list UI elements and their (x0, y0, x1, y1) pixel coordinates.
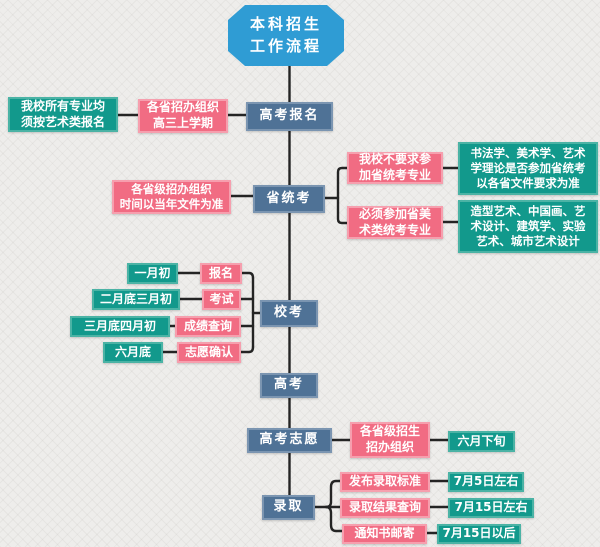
stage-gaokao-zhiyuan: 高考志愿 (247, 428, 332, 453)
note-required-majors-list: 造型艺术、中国画、艺 术设计、建筑学、实验 艺术、城市艺术设计 (458, 200, 598, 253)
note-required-exam-label: 必须参加省美 术类统考专业 (347, 206, 443, 239)
xiaokao-step-register: 报名 (200, 263, 242, 284)
luqu-step-result-query: 录取结果查询 (340, 498, 430, 518)
note-provincial-office-term: 各省招办组织 高三上学期 (138, 99, 228, 133)
stage-gaokao-baoming: 高考报名 (246, 102, 333, 131)
luqu-time-july15: 7月15日左右 (448, 498, 534, 518)
xiaokao-time-june: 六月底 (103, 342, 163, 363)
xiaokao-step-exam: 考试 (202, 289, 241, 310)
xiaokao-step-volunteer-confirm: 志愿确认 (177, 342, 241, 363)
xiaokao-step-score-query: 成绩查询 (175, 316, 241, 337)
xiaokao-time-january: 一月初 (127, 263, 178, 284)
luqu-step-publish-standard: 发布录取标准 (340, 472, 430, 492)
stage-shengtongkao: 省统考 (253, 185, 325, 213)
luqu-time-after-july15: 7月15日以后 (437, 524, 521, 544)
stage-gaokao: 高考 (260, 373, 318, 398)
note-exam-exempt-majors-label: 我校不要求参 加省统考专业 (347, 152, 443, 184)
note-zhiyuan-organizer: 各省级招生 招办组织 (350, 422, 430, 458)
stage-luqu: 录取 (262, 495, 315, 520)
note-exempt-majors-list: 书法学、美术学、艺术 学理论是否参加省统考 以各省文件要求为准 (458, 142, 598, 195)
flow-title: 本科招生 工作流程 (228, 5, 344, 66)
luqu-time-july5: 7月5日左右 (448, 472, 524, 492)
xiaokao-time-feb-march: 二月底三月初 (92, 289, 180, 310)
note-provincial-exam-time: 各省级招办组织 时间以当年文件为准 (112, 180, 231, 214)
stage-xiaokao: 校考 (260, 300, 318, 327)
luqu-step-mail-notice: 通知书邮寄 (342, 524, 427, 544)
note-art-registration-requirement: 我校所有专业均 须按艺术类报名 (8, 97, 118, 132)
note-zhiyuan-time: 六月下旬 (448, 431, 515, 452)
xiaokao-time-march-april: 三月底四月初 (70, 316, 170, 337)
